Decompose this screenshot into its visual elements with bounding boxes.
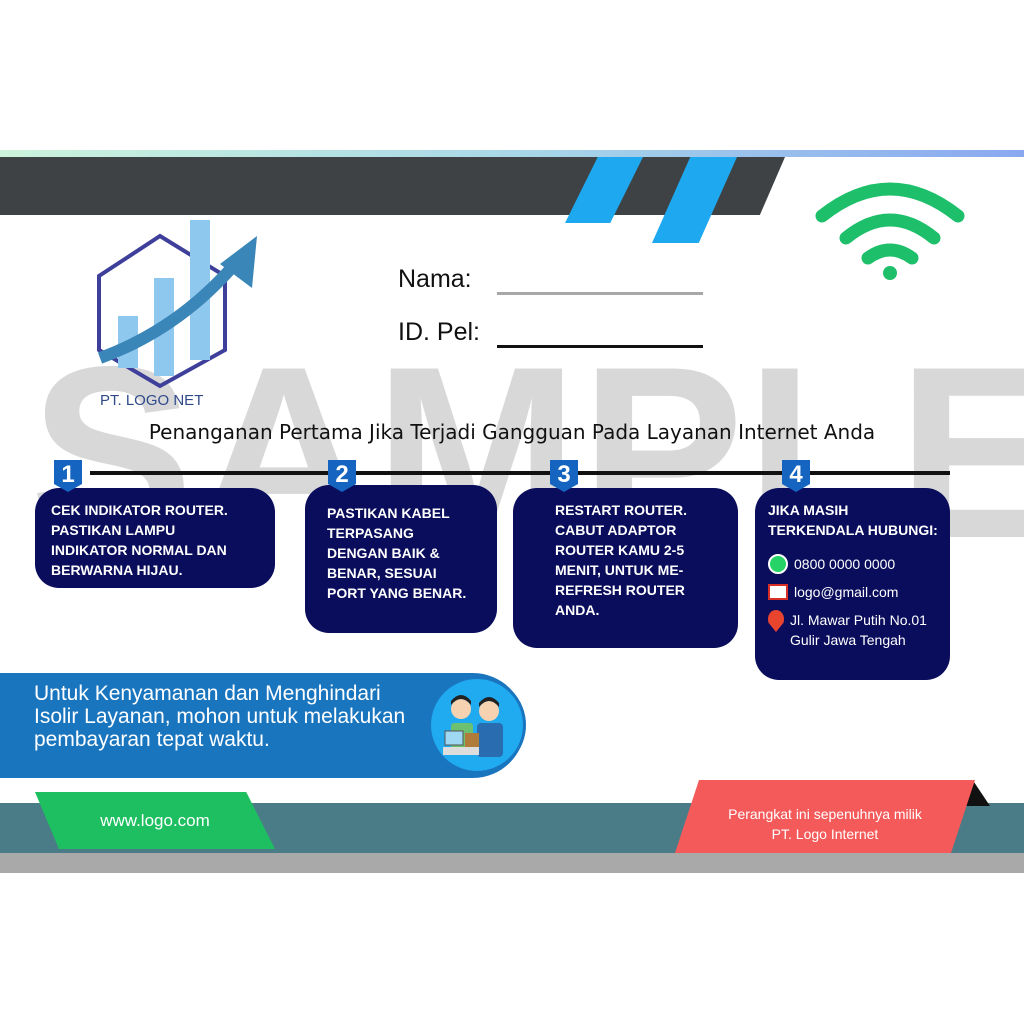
name-field[interactable] [497,292,703,295]
ownership-line: PT. Logo Internet [771,826,879,842]
step-text: DENGAN BAIK & [327,545,440,561]
step-card-1: CEK INDIKATOR ROUTER. PASTIKAN LAMPU IND… [35,488,275,588]
phone-number[interactable]: 0800 0000 0000 [794,556,896,572]
step-text: RESTART ROUTER. [555,502,687,518]
step-card-3: RESTART ROUTER. CABUT ADAPTOR ROUTER KAM… [513,488,738,648]
step-text: BERWARNA HIJAU. [51,562,183,578]
step-card-2: PASTIKAN KABEL TERPASANG DENGAN BAIK & B… [305,485,497,633]
company-logo [97,220,257,389]
address-line: Gulir Jawa Tengah [790,632,906,648]
step-text: CEK INDIKATOR ROUTER. [51,502,228,518]
step-text: JIKA MASIH [768,502,849,518]
step-badge-4: 4 [782,460,810,492]
wifi-icon [815,182,965,280]
step-text: PASTIKAN LAMPU [51,522,176,538]
payment-reminder-text: Untuk Kenyamanan dan Menghindari Isolir … [34,682,406,751]
whatsapp-icon [768,554,788,574]
step-badge-3: 3 [550,460,578,492]
step-text: MENIT, UNTUK ME- [555,562,684,578]
gmail-icon [768,584,788,600]
step-text: CABUT ADAPTOR [555,522,677,538]
instructions-title: Penanganan Pertama Jika Terjadi Gangguan… [148,420,876,444]
customer-id-field[interactable] [497,345,703,348]
cashier-customer-icon [443,695,503,757]
location-pin-icon [768,610,784,632]
step-text: INDIKATOR NORMAL DAN [51,542,227,558]
footer-base [0,853,1024,873]
timeline-line [90,471,950,475]
name-label: Nama: [398,265,472,293]
step-text: TERKENDALA HUBUNGI: [768,522,938,538]
step-text: BENAR, SESUAI [327,565,437,581]
contact-address: Jl. Mawar Putih No.01 Gulir Jawa Tengah [768,610,950,650]
step-text: PORT YANG BENAR. [327,585,467,601]
website-link[interactable]: www.logo.com [35,792,275,849]
gradient-stripe [0,150,1024,157]
company-name: PT. LOGO NET [100,392,204,409]
header-bar [0,157,785,215]
step-text: ROUTER KAMU 2-5 [555,542,685,558]
payment-illustration [428,676,526,774]
step-text: PASTIKAN KABEL [327,505,450,521]
customer-id-label: ID. Pel: [398,318,480,346]
email-address[interactable]: logo@gmail.com [794,584,899,600]
step-text: ANDA. [555,602,600,618]
ownership-line: Perangkat ini sepenuhnya milik [728,806,922,822]
address-line: Jl. Mawar Putih No.01 [790,612,927,628]
step-card-4: JIKA MASIH TERKENDALA HUBUNGI: 0800 0000… [755,488,950,680]
contact-email: logo@gmail.com [768,582,950,602]
step-badge-1: 1 [54,460,82,492]
step-text: REFRESH ROUTER [555,582,685,598]
contact-phone: 0800 0000 0000 [768,554,950,574]
ownership-notice: Perangkat ini sepenuhnya milik PT. Logo … [675,780,975,853]
step-text: TERPASANG [327,525,414,541]
step-badge-2: 2 [328,460,356,492]
